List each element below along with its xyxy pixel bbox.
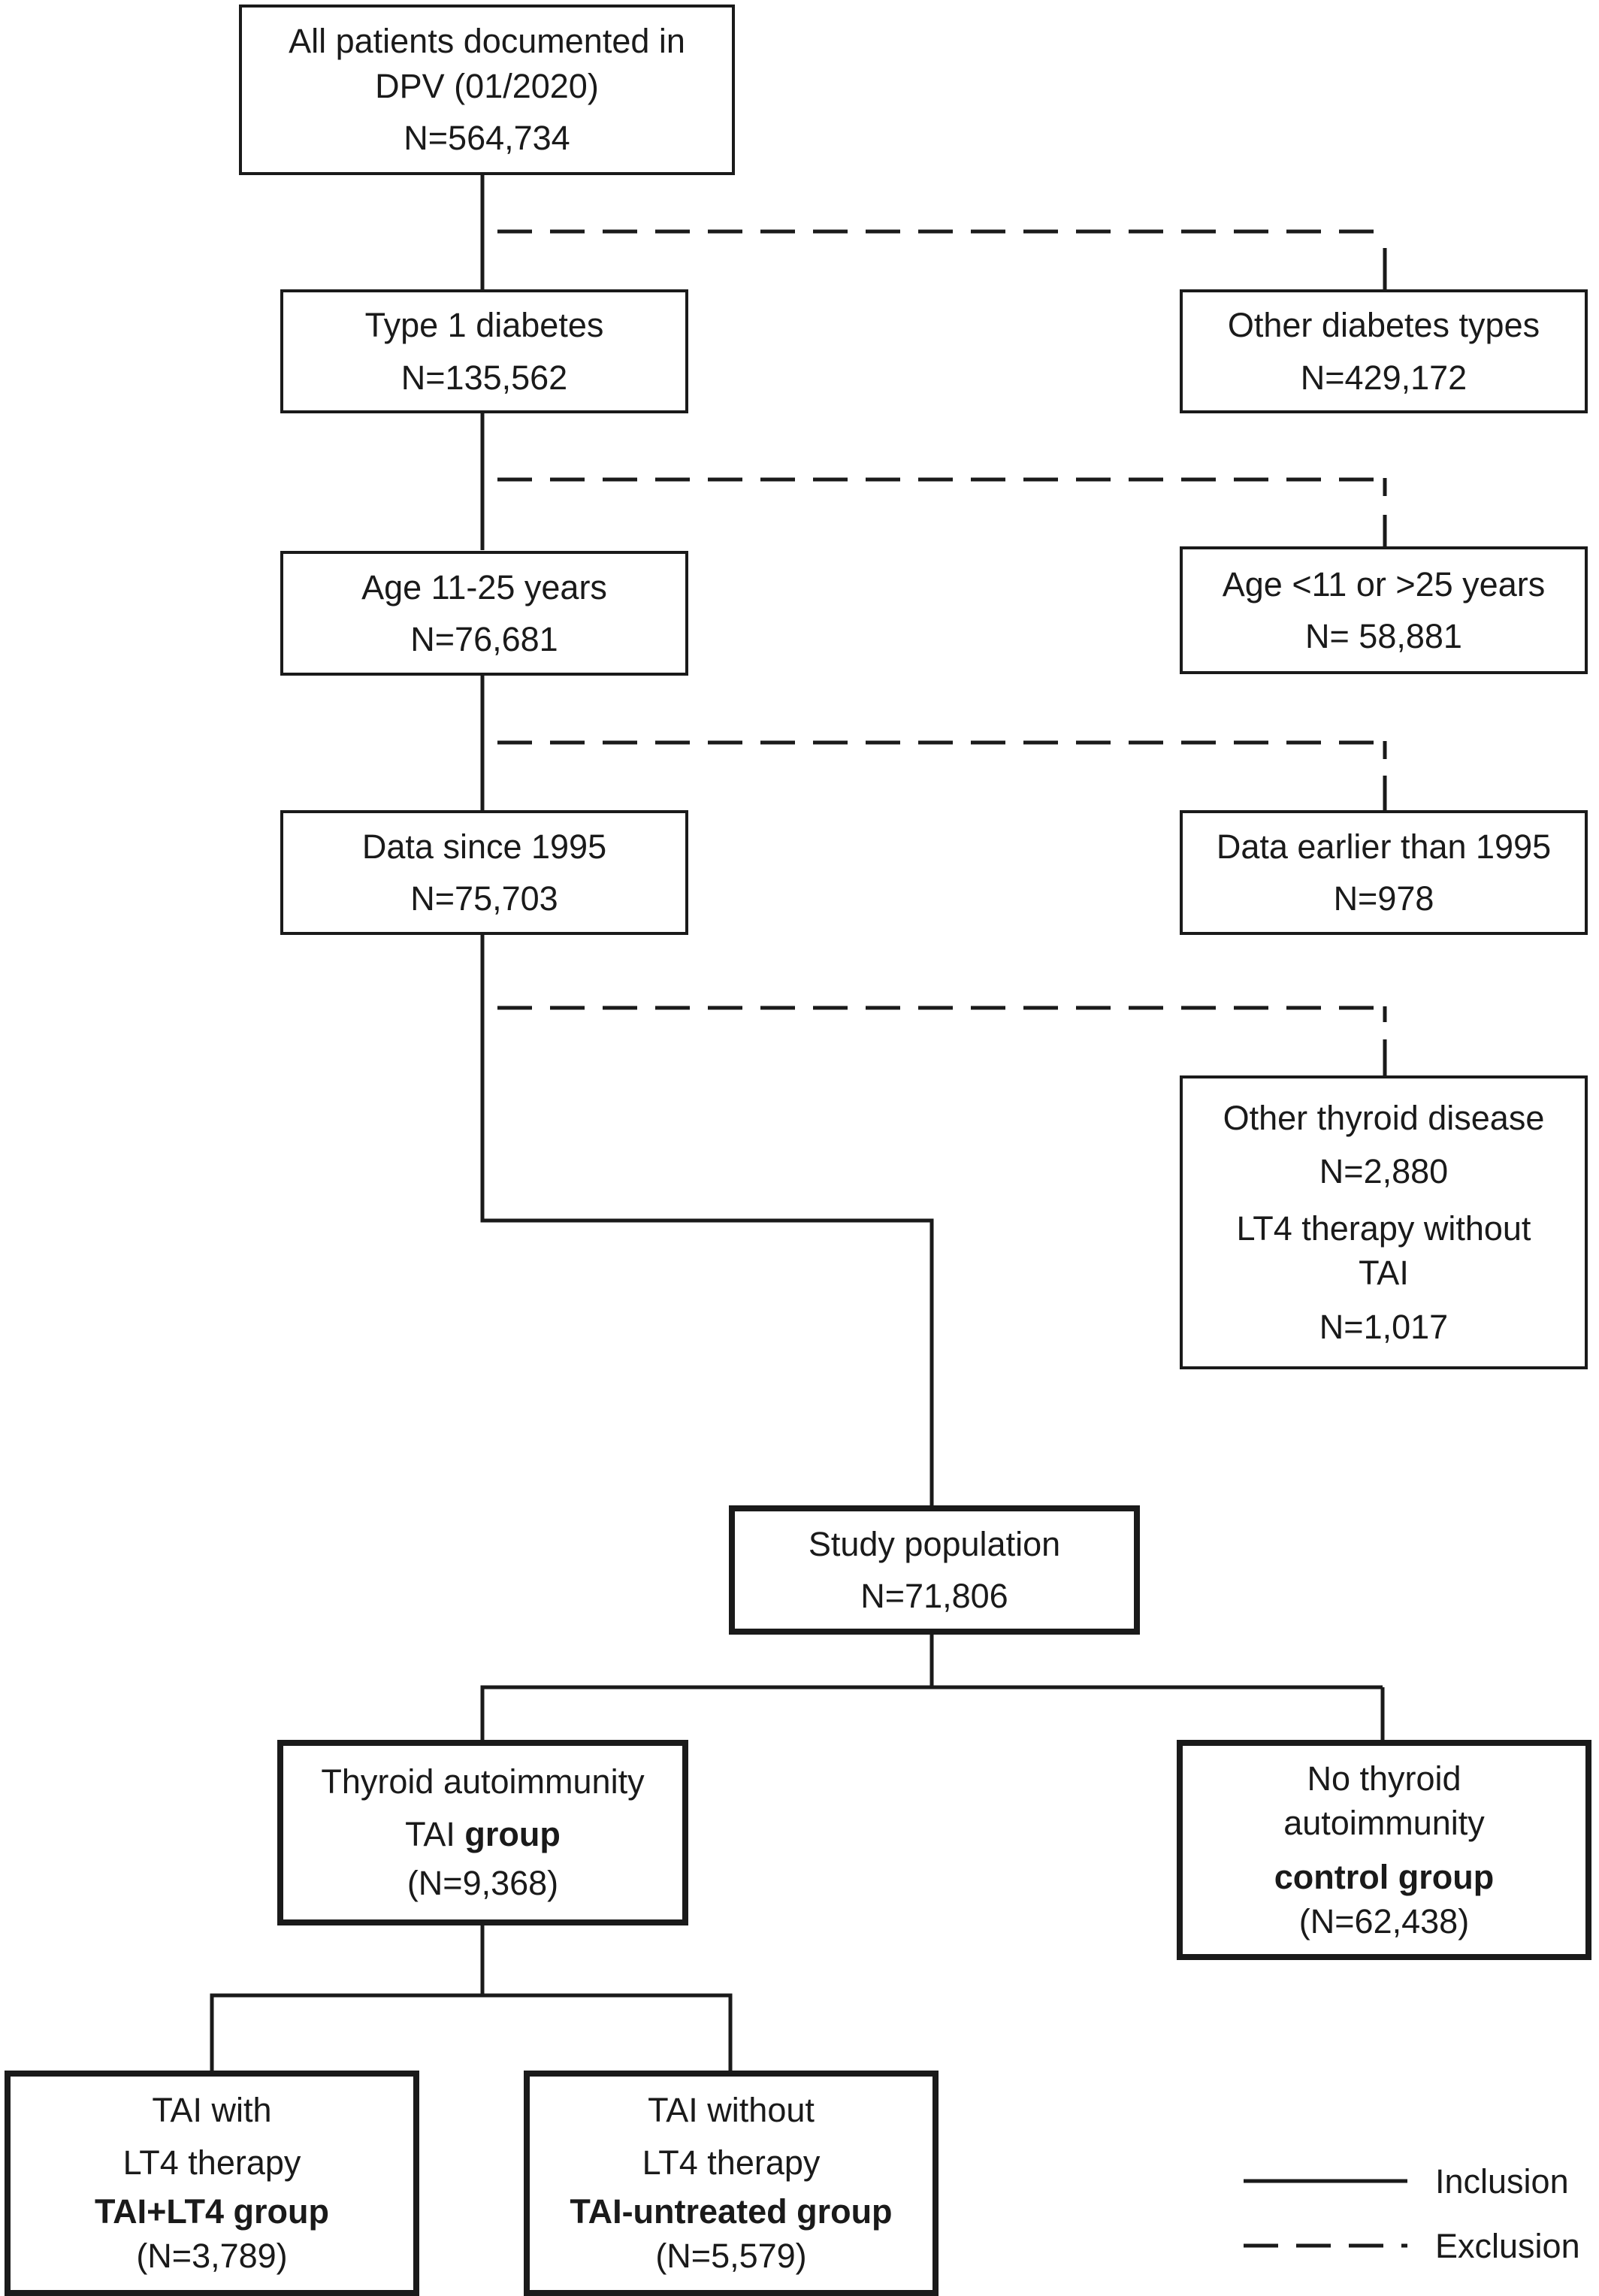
age-excluded-label: Age <11 or >25 years (1222, 564, 1546, 603)
control-bold: control group (1274, 1857, 1495, 1896)
box-thyroid-excluded: Other thyroid disease N=2,880 LT4 therap… (1180, 1075, 1588, 1369)
lt4-without-tai-label-2: TAI (1359, 1254, 1409, 1293)
box-tai-lt4-group: TAI with LT4 therapy TAI+LT4 group (N=3,… (5, 2071, 419, 2296)
data-earlier-label: Data earlier than 1995 (1216, 827, 1552, 866)
tai-line2-prefix: TAI (405, 1814, 465, 1853)
box-tai-group: Thyroid autoimmunity TAI group (N=9,368) (277, 1740, 688, 1925)
box-type1-diabetes: Type 1 diabetes N=135,562 (280, 289, 688, 413)
type1-label: Type 1 diabetes (364, 306, 604, 345)
all-patients-line1: All patients documented in (289, 22, 685, 61)
legend-exclusion-label: Exclusion (1435, 2227, 1580, 2265)
tai-lt4-bold: TAI+LT4 group (94, 2192, 330, 2231)
lt4-without-tai-count: N=1,017 (1319, 1307, 1449, 1346)
box-all-patients: All patients documented in DPV (01/2020)… (239, 5, 735, 175)
tai-count: (N=9,368) (407, 1864, 559, 1903)
tai-line1: Thyroid autoimmunity (321, 1762, 645, 1801)
tai-line2-bold: group (464, 1814, 561, 1853)
age-label: Age 11-25 years (361, 567, 607, 607)
box-age-excluded: Age <11 or >25 years N= 58,881 (1180, 546, 1588, 674)
connector-data-to-study (480, 934, 934, 1507)
control-line2: autoimmunity (1283, 1804, 1485, 1843)
other-thyroid-count: N=2,880 (1319, 1152, 1449, 1191)
tai-lt4-line2: LT4 therapy (122, 2143, 301, 2182)
box-other-diabetes-types: Other diabetes types N=429,172 (1180, 289, 1588, 413)
box-age-11-25: Age 11-25 years N=76,681 (280, 551, 688, 676)
tai-line2: TAI group (405, 1812, 561, 1856)
data-since-count: N=75,703 (410, 879, 558, 918)
box-study-population: Study population N=71,806 (729, 1505, 1140, 1635)
other-thyroid-label: Other thyroid disease (1223, 1099, 1545, 1138)
all-patients-line2: DPV (01/2020) (375, 66, 599, 105)
data-earlier-count: N=978 (1333, 879, 1434, 918)
box-tai-untreated-group: TAI without LT4 therapy TAI-untreated gr… (524, 2071, 939, 2296)
box-data-since-1995: Data since 1995 N=75,703 (280, 810, 688, 935)
control-line1: No thyroid (1307, 1759, 1461, 1798)
tai-lt4-line1: TAI with (152, 2091, 272, 2130)
legend-inclusion-label: Inclusion (1435, 2162, 1569, 2201)
other-types-count: N=429,172 (1300, 358, 1468, 397)
all-patients-count: N=564,734 (404, 119, 570, 158)
age-excluded-count: N= 58,881 (1305, 617, 1462, 655)
tai-untreated-bold: TAI-untreated group (570, 2192, 893, 2231)
tai-untreated-count: (N=5,579) (655, 2237, 807, 2276)
box-data-earlier-1995: Data earlier than 1995 N=978 (1180, 810, 1588, 935)
tai-untreated-line2: LT4 therapy (642, 2143, 821, 2182)
study-label: Study population (808, 1524, 1061, 1563)
study-count: N=71,806 (860, 1577, 1008, 1615)
tai-untreated-line1: TAI without (648, 2091, 815, 2130)
box-control-group: No thyroid autoimmunity control group (N… (1177, 1740, 1591, 1960)
control-count: (N=62,438) (1298, 1901, 1470, 1941)
other-types-label: Other diabetes types (1227, 306, 1540, 345)
connector-tai-to-subgroups (210, 1924, 485, 2072)
age-count: N=76,681 (410, 620, 558, 658)
lt4-without-tai-label-1: LT4 therapy without (1236, 1209, 1531, 1248)
tai-lt4-count: (N=3,789) (136, 2237, 288, 2276)
type1-count: N=135,562 (401, 358, 568, 397)
data-since-label: Data since 1995 (361, 827, 607, 866)
connector-tai-to-untreated (482, 1993, 733, 2072)
